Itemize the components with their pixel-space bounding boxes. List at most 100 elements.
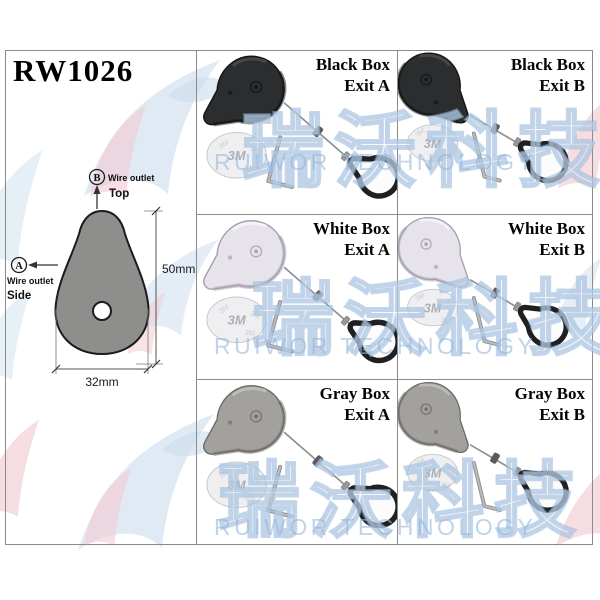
retractor-box xyxy=(203,385,287,457)
svg-text:3M: 3M xyxy=(440,151,451,161)
product-cell-white-exit-b: 3M 3M 3M 3M White Box Exit B xyxy=(398,215,592,380)
product-color-line: White Box xyxy=(313,219,390,238)
retractor-box xyxy=(398,216,469,289)
svg-text:3M: 3M xyxy=(444,461,457,473)
box-screw xyxy=(227,90,233,96)
hex-key xyxy=(471,461,502,512)
box-top-recess xyxy=(249,80,263,94)
product-exit-line: Exit B xyxy=(539,76,585,95)
hex-key xyxy=(266,135,295,189)
box-top-recess xyxy=(420,73,432,86)
svg-text:3M: 3M xyxy=(440,315,451,325)
product-variant-label: Gray Box Exit B xyxy=(515,383,585,425)
retractor-box xyxy=(203,55,287,127)
svg-text:3M: 3M xyxy=(249,144,262,157)
outlet-a-label: Wire outlet xyxy=(7,276,53,286)
svg-text:3M: 3M xyxy=(249,308,262,321)
product-photo: 3M 3M 3M 3M xyxy=(203,385,397,529)
disc-brand-text: 3M xyxy=(424,301,442,315)
wire-crimp xyxy=(490,123,500,135)
hex-key xyxy=(266,464,295,519)
height-dimension-value: 50mm xyxy=(162,262,195,276)
product-color-line: Gray Box xyxy=(319,384,390,403)
svg-text:3M: 3M xyxy=(249,473,262,486)
wire-crimp xyxy=(312,455,324,467)
adhesive-disc: 3M 3M 3M 3M xyxy=(407,124,459,162)
adhesive-disc: 3M 3M 3M 3M xyxy=(407,288,459,327)
product-color-line: Black Box xyxy=(510,55,585,74)
dimension-drawing: B Wire outlet Top A Wire outlet Side xyxy=(7,168,195,389)
svg-text:3M: 3M xyxy=(244,163,255,173)
product-variant-label: Gray Box Exit A xyxy=(320,383,390,425)
wire-lasso-loop xyxy=(517,304,569,348)
box-top-recess xyxy=(249,245,263,258)
adhesive-disc: 3M 3M 3M 3M xyxy=(206,296,267,344)
adhesive-disc: 3M 3M 3M 3M xyxy=(206,132,267,179)
product-photo: 3M 3M 3M 3M xyxy=(398,381,569,513)
product-exit-line: Exit A xyxy=(344,76,390,95)
outlet-b-arrowhead xyxy=(93,185,101,194)
adhesive-disc: 3M 3M 3M 3M xyxy=(206,461,267,509)
disc-brand-text: 3M xyxy=(228,478,246,493)
box-screw xyxy=(433,429,438,434)
product-color-line: White Box xyxy=(508,219,585,238)
spec-panel: RW1026 B Wire outlet Top A Wire outlet S… xyxy=(6,51,197,544)
product-variant-label: Black Box Exit B xyxy=(511,54,585,96)
wire-ferrule xyxy=(340,151,351,162)
retractor-box xyxy=(203,220,287,292)
svg-text:3M: 3M xyxy=(244,328,255,338)
box-top-recess xyxy=(420,238,432,250)
wire-ferrule xyxy=(340,480,351,491)
wire-crimp xyxy=(490,452,500,464)
product-exit-line: Exit B xyxy=(539,240,585,259)
product-cell-black-exit-b: 3M 3M 3M 3M Black Box Exit B xyxy=(398,51,592,215)
retractor-box xyxy=(398,52,469,125)
svg-text:3M: 3M xyxy=(444,132,457,144)
svg-text:3M: 3M xyxy=(244,493,255,503)
outlet-b-id: B xyxy=(93,173,100,184)
wire-lasso-loop xyxy=(347,155,397,199)
width-dimension-value: 32mm xyxy=(85,375,118,389)
box-screw xyxy=(433,100,438,105)
product-variant-label: White Box Exit B xyxy=(508,218,585,260)
box-screw xyxy=(227,420,233,425)
wire-crimp xyxy=(490,287,500,299)
wire-ferrule xyxy=(340,315,351,326)
disc-brand-text: 3M xyxy=(228,148,246,163)
adhesive-disc: 3M 3M 3M 3M xyxy=(407,453,459,492)
product-photo: 3M 3M 3M 3M xyxy=(398,216,569,348)
product-exit-line: Exit A xyxy=(344,405,390,424)
product-cell-gray-exit-b: 3M 3M 3M 3M Gray Box Exit B xyxy=(398,380,592,544)
wire-lasso-loop xyxy=(517,140,569,184)
box-top-recess xyxy=(420,403,432,415)
hex-key xyxy=(471,296,502,347)
spec-grid: RW1026 B Wire outlet Top A Wire outlet S… xyxy=(5,50,593,545)
box-screw xyxy=(433,264,438,269)
wire-crimp xyxy=(312,290,324,302)
box-screw xyxy=(227,255,233,260)
product-cell-white-exit-a: 3M 3M 3M 3M White Box Exit A xyxy=(197,215,398,380)
hex-key xyxy=(266,299,295,354)
outlet-a-arrowhead xyxy=(28,261,37,269)
outlet-a-direction: Side xyxy=(7,290,31,302)
product-cell-black-exit-a: 3M 3M 3M 3M Black Box Exit A xyxy=(197,51,398,215)
disc-brand-text: 3M xyxy=(424,466,442,480)
teardrop-outline-shape xyxy=(54,209,150,356)
product-photo: 3M 3M 3M 3M xyxy=(203,220,397,364)
outlet-b-label: Wire outlet xyxy=(108,173,154,183)
retractor-box xyxy=(398,381,469,454)
product-photo: 3M 3M 3M 3M xyxy=(398,52,569,184)
outlet-b-direction: Top xyxy=(109,188,129,200)
hex-key xyxy=(471,131,502,183)
outlet-a-id: A xyxy=(15,261,23,272)
product-variant-label: White Box Exit A xyxy=(313,218,390,260)
mounting-hole xyxy=(92,301,112,321)
product-variant-label: Black Box Exit A xyxy=(316,54,390,96)
product-exit-line: Exit A xyxy=(344,240,390,259)
wire-lasso-loop xyxy=(517,469,569,513)
box-top-recess xyxy=(249,410,263,423)
product-cell-gray-exit-a: 3M 3M 3M 3M Gray Box Exit A xyxy=(197,380,398,544)
svg-text:3M: 3M xyxy=(444,296,457,308)
product-exit-line: Exit B xyxy=(539,405,585,424)
